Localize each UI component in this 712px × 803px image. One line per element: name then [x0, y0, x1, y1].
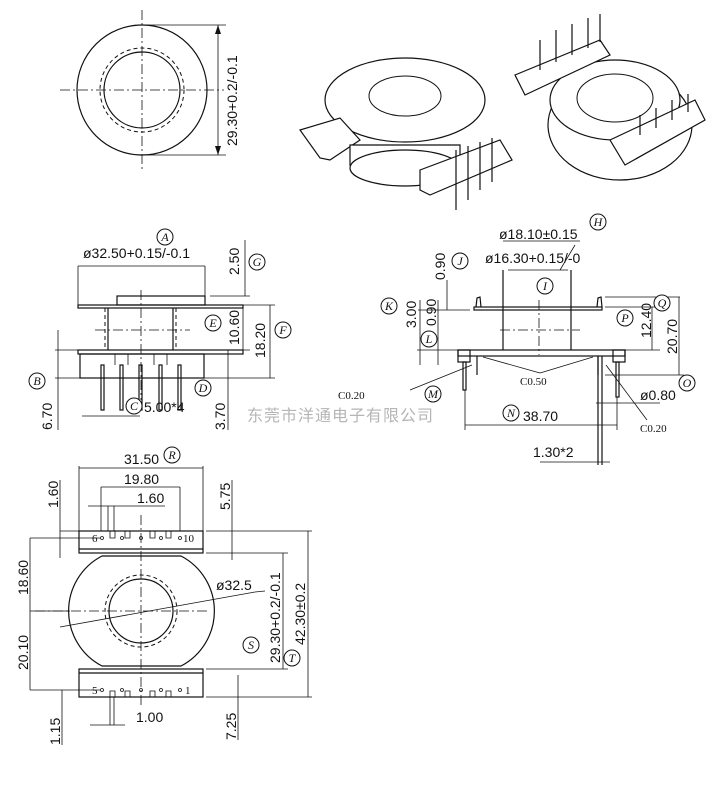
label-Q: Q [658, 296, 667, 310]
pin-label-6: 6 [92, 533, 98, 545]
total-height-dim: 18.20 [252, 323, 268, 358]
bottom-view: 6 10 5 1 31.50 19.80 1.60 1.60 5. [15, 446, 312, 745]
label-K: K [384, 299, 394, 313]
bottom-block-dim: 7.25 [223, 713, 239, 740]
k-height-dim: 3.00 [403, 301, 419, 328]
side-view-front: ø32.50+0.15/-0.1 2.50 10.60 18.20 6.70 5… [28, 228, 292, 430]
label-N: N [506, 406, 516, 420]
slot-depth-dim: 1.60 [45, 481, 61, 508]
label-R: R [167, 448, 176, 462]
label-O: O [683, 376, 692, 390]
label-S: S [248, 638, 254, 652]
lower-half-dim: 20.10 [15, 635, 31, 670]
watermark: 东莞市洋通电子有限公司 [247, 406, 434, 425]
label-M: M [427, 387, 439, 401]
pins [100, 364, 182, 411]
chamfer-right-dim: C0.20 [640, 423, 667, 435]
label-C: C [130, 399, 139, 413]
body-height-dim: 10.60 [226, 310, 242, 345]
pin-span-dim: 19.80 [124, 471, 159, 487]
label-I: I [542, 279, 548, 293]
bobbin-3d-render-left [299, 57, 513, 210]
label-P: P [620, 311, 629, 325]
label-F: F [278, 323, 287, 337]
side-view-right: ø18.10±0.15 ø16.30+0.15/-0 0.90 3.00 0.9… [338, 213, 696, 465]
label-H: H [593, 215, 604, 229]
pin-length-dim: 6.70 [39, 403, 55, 430]
pin-width-dim: 1.30*2 [533, 444, 574, 460]
pin-label-1: 1 [185, 685, 191, 697]
q-height-dim: 20.70 [664, 319, 680, 354]
inner-core-dim: ø16.30+0.15/-0 [485, 250, 581, 266]
total-length-dim: 42.30±0.2 [292, 583, 308, 645]
bobbin-3d-render-right [514, 14, 706, 181]
label-B: B [33, 374, 41, 388]
flange-thickness-dim: 0.90 [432, 253, 448, 280]
base-height-dim: 3.70 [212, 403, 228, 430]
bottom-offset-dim: 1.15 [47, 718, 63, 745]
top-boss-dim: 2.50 [226, 248, 242, 275]
label-J: J [457, 254, 463, 268]
pin-diameter-dim: ø0.80 [640, 387, 676, 403]
p-height-dim: 12.40 [638, 303, 654, 338]
label-A: A [160, 230, 169, 244]
top-diameter-dim: 29.30+0.2/-0.1 [224, 55, 240, 146]
top-offset-dim: 5.75 [217, 483, 233, 510]
core-diameter-dim: 29.30+0.2/-0.1 [267, 572, 283, 663]
label-T: T [289, 651, 297, 665]
label-G: G [253, 255, 262, 269]
width-dim: 38.70 [523, 408, 558, 424]
chamfer-left-dim: C0.20 [338, 390, 365, 402]
flange-diameter-dim: ø32.50+0.15/-0.1 [83, 245, 190, 261]
label-L: L [425, 332, 433, 346]
bottom-slot-dim: 1.00 [136, 709, 163, 725]
outer-width-dim: 31.50 [124, 451, 159, 467]
pin-label-10: 10 [183, 533, 195, 545]
top-view: 29.30+0.2/-0.1 [60, 10, 240, 170]
l-thickness-dim: 0.90 [423, 299, 439, 326]
chamfer-center-dim: C0.50 [520, 376, 547, 388]
slot-width-dim: 1.60 [137, 490, 164, 506]
pin-pitch-dim: 5.00*4 [144, 399, 185, 415]
pin-label-5: 5 [92, 685, 98, 697]
label-E: E [208, 316, 217, 330]
upper-half-dim: 18.60 [15, 560, 31, 595]
bottom-flange-diameter-dim: ø32.5 [216, 577, 252, 593]
label-D: D [198, 381, 208, 395]
outer-core-dim: ø18.10±0.15 [499, 226, 578, 242]
